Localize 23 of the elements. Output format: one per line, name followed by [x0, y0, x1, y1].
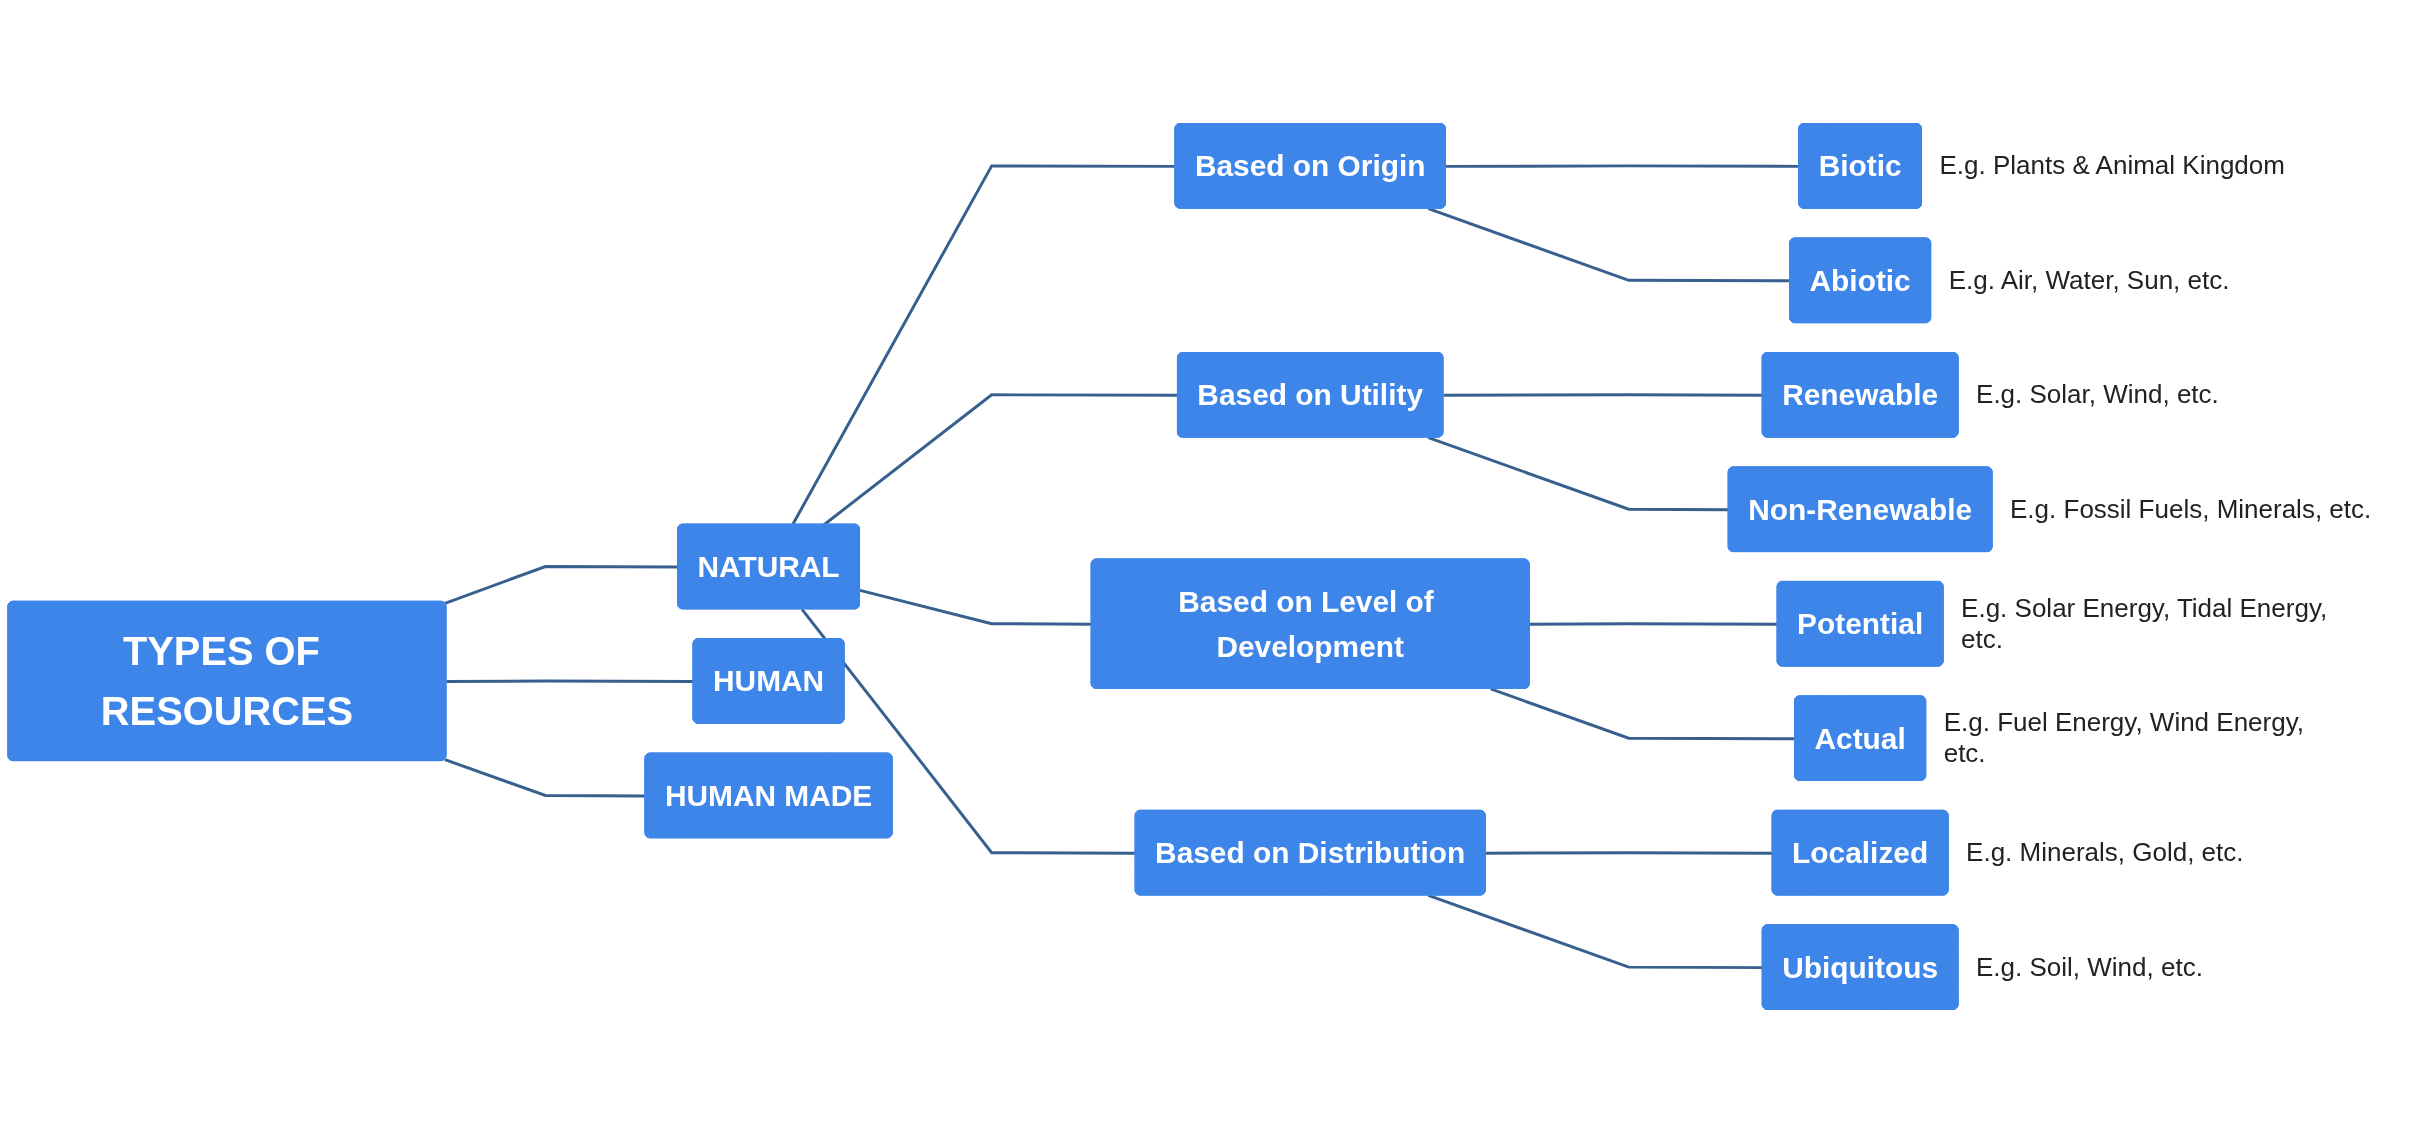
example-note: E.g. Fuel Energy, Wind Energy, etc. — [1943, 707, 2305, 770]
connector — [791, 164, 1176, 526]
connector — [823, 393, 1178, 526]
example-note: E.g. Fossil Fuels, Minerals, etc. — [2010, 493, 2372, 525]
connector — [859, 588, 1092, 626]
example-note: E.g. Minerals, Gold, etc. — [1966, 837, 2244, 869]
example-note: E.g. Solar, Wind, etc. — [1976, 379, 2219, 411]
connector — [446, 679, 694, 683]
connector — [800, 608, 1136, 855]
connector — [444, 758, 646, 798]
connector — [1529, 622, 1778, 626]
connector — [1427, 207, 1791, 283]
connector — [1445, 164, 1800, 168]
connector — [1485, 851, 1773, 855]
example-note: E.g. Air, Water, Sun, etc. — [1948, 264, 2230, 296]
connector — [444, 565, 679, 605]
example-note: E.g. Solar Energy, Tidal Energy, etc. — [1961, 592, 2329, 655]
example-note: E.g. Plants & Animal Kingdom — [1939, 150, 2285, 182]
connector — [1427, 894, 1763, 970]
connector — [1490, 687, 1796, 741]
example-note: E.g. Soil, Wind, etc. — [1976, 951, 2203, 983]
connector — [1443, 393, 1763, 397]
connector — [1427, 436, 1729, 512]
